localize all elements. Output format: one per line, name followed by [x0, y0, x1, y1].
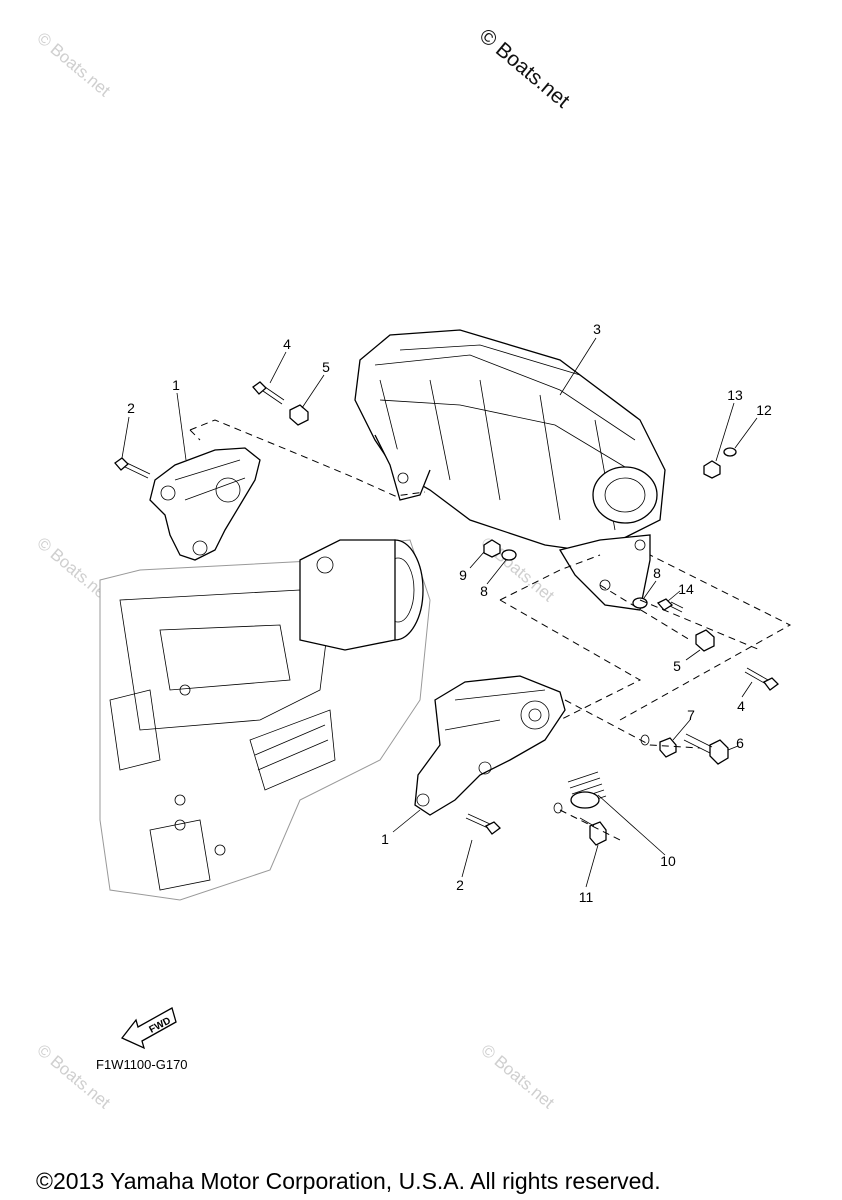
callout-4-lower: 4	[737, 698, 745, 714]
callout-1-lower: 1	[381, 831, 389, 847]
callout-13: 13	[727, 387, 743, 403]
callout-5-lower: 5	[673, 658, 681, 674]
callout-2-upper: 2	[127, 400, 135, 416]
callout-12: 12	[756, 402, 772, 418]
callout-10: 10	[660, 853, 676, 869]
callout-14: 14	[678, 581, 694, 597]
callout-7: 7	[687, 707, 695, 723]
hardware-items	[114, 381, 779, 846]
callout-9: 9	[459, 567, 467, 583]
callout-6: 6	[736, 735, 744, 751]
watermark-main: © Boats.net	[475, 24, 574, 112]
callout-5-upper: 5	[322, 359, 330, 375]
callout-labels: 3 4 5 1 2 13 12 9 8 8 14 5 4 7 6 1 10 2 …	[127, 321, 772, 905]
fwd-arrow-icon: FWD	[120, 1007, 177, 1050]
callout-11: 11	[579, 889, 594, 905]
callout-2-lower: 2	[456, 877, 464, 893]
callout-8-left: 8	[480, 583, 488, 599]
leader-lines	[121, 337, 758, 888]
callout-4-upper: 4	[283, 336, 291, 352]
callout-1-upper: 1	[172, 377, 180, 393]
callout-8-right: 8	[653, 565, 661, 581]
callout-3: 3	[593, 321, 601, 337]
copyright-notice: ©2013 Yamaha Motor Corporation, U.S.A. A…	[36, 1168, 661, 1194]
watermark-faint-4: © Boats.net	[33, 1041, 114, 1113]
part-1-mount-lower	[414, 675, 566, 816]
fwd-label: FWD	[148, 1015, 173, 1035]
watermark-faint-1: © Boats.net	[33, 29, 114, 101]
watermark-faint-5: © Boats.net	[477, 1041, 558, 1113]
part-3-intake-box	[354, 329, 666, 611]
diagram-code: F1W1100-G170	[96, 1057, 188, 1072]
engine-block	[99, 539, 431, 901]
spring-10	[567, 771, 607, 809]
assembly-lines	[189, 419, 792, 841]
part-1-mount-upper	[149, 447, 261, 561]
